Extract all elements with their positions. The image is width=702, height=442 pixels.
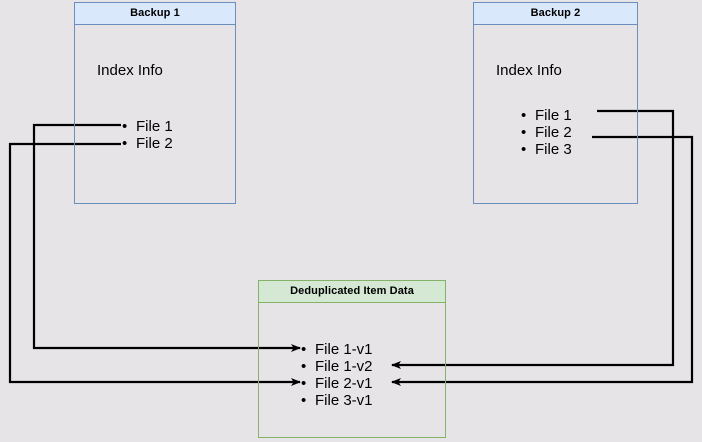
node-backup-1-header: Backup 1 [75, 3, 235, 25]
list-item[interactable]: File 1-v1 [299, 341, 373, 358]
list-item[interactable]: File 1-v2 [299, 358, 373, 375]
node-backup-1-index-label: Index Info [97, 62, 163, 79]
list-item[interactable]: File 1 [120, 118, 173, 135]
list-item[interactable]: File 1 [519, 107, 572, 124]
node-backup-1-file-list: File 1 File 2 [120, 118, 173, 152]
node-backup-2[interactable]: Backup 2 Index Info File 1 File 2 File 3 [473, 2, 638, 204]
node-backup-2-body: Index Info File 1 File 2 File 3 [474, 25, 637, 203]
node-backup-1-body: Index Info File 1 File 2 [75, 25, 235, 203]
list-item[interactable]: File 2-v1 [299, 375, 373, 392]
node-deduplicated-item-data-header: Deduplicated Item Data [259, 281, 445, 303]
node-deduplicated-file-list: File 1-v1 File 1-v2 File 2-v1 File 3-v1 [299, 341, 373, 409]
list-item[interactable]: File 3 [519, 141, 572, 158]
list-item[interactable]: File 2 [120, 135, 173, 152]
list-item[interactable]: File 2 [519, 124, 572, 141]
node-deduplicated-item-data-body: File 1-v1 File 1-v2 File 2-v1 File 3-v1 [259, 303, 445, 437]
node-backup-2-header: Backup 2 [474, 3, 637, 25]
node-backup-2-index-label: Index Info [496, 62, 562, 79]
node-backup-2-file-list: File 1 File 2 File 3 [519, 107, 572, 158]
node-deduplicated-item-data[interactable]: Deduplicated Item Data File 1-v1 File 1-… [258, 280, 446, 438]
node-backup-1[interactable]: Backup 1 Index Info File 1 File 2 [74, 2, 236, 204]
list-item[interactable]: File 3-v1 [299, 392, 373, 409]
